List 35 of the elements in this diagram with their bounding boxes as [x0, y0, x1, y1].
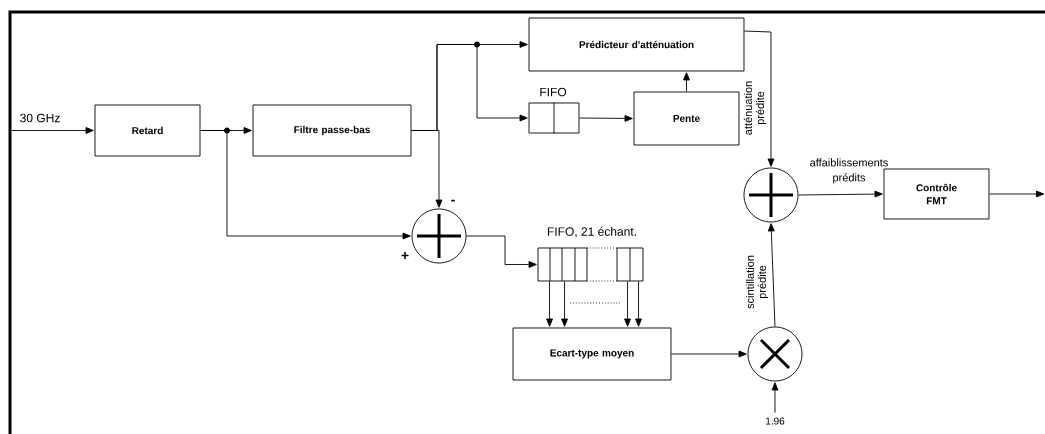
arrow [671, 350, 747, 358]
edge-label: atténuation prédite [743, 81, 767, 135]
arrow [771, 382, 779, 413]
fifo-label: FIFO, 21 échant. [547, 226, 636, 238]
arrow [744, 30, 775, 167]
arrow [683, 72, 690, 92]
process-box: Ecart-type moyen [512, 327, 672, 381]
constant-value: 1.96 [766, 417, 785, 425]
arrow [767, 223, 776, 327]
arrow [635, 281, 642, 327]
arrow [579, 115, 633, 122]
summing-junction [411, 208, 467, 264]
arrow [11, 127, 94, 134]
fifo-register [528, 102, 580, 134]
arrow [546, 281, 553, 327]
process-box: Retard [94, 104, 201, 157]
summing-junction [743, 167, 799, 223]
sign-label: - [451, 199, 455, 202]
process-box: Pente [633, 91, 740, 146]
filter-box: Filtre passe-bas [252, 104, 412, 157]
arrow [989, 190, 1045, 198]
arrow [411, 130, 443, 208]
edge-label: scintillation prédite [745, 255, 769, 309]
arrow [200, 130, 411, 240]
fifo-label: FIFO [540, 87, 567, 97]
arrow [798, 190, 883, 198]
control-box: Contrôle FMT [883, 168, 990, 220]
arrow [624, 281, 631, 327]
edge-label: 30 GHz [20, 113, 60, 123]
sign-label: + [401, 251, 409, 259]
predictor-box: Prédicteur d'atténuation [528, 17, 745, 72]
fifo-register [537, 247, 644, 282]
multiplier-junction [747, 326, 803, 382]
arrow [561, 281, 568, 327]
arrow [466, 235, 537, 268]
